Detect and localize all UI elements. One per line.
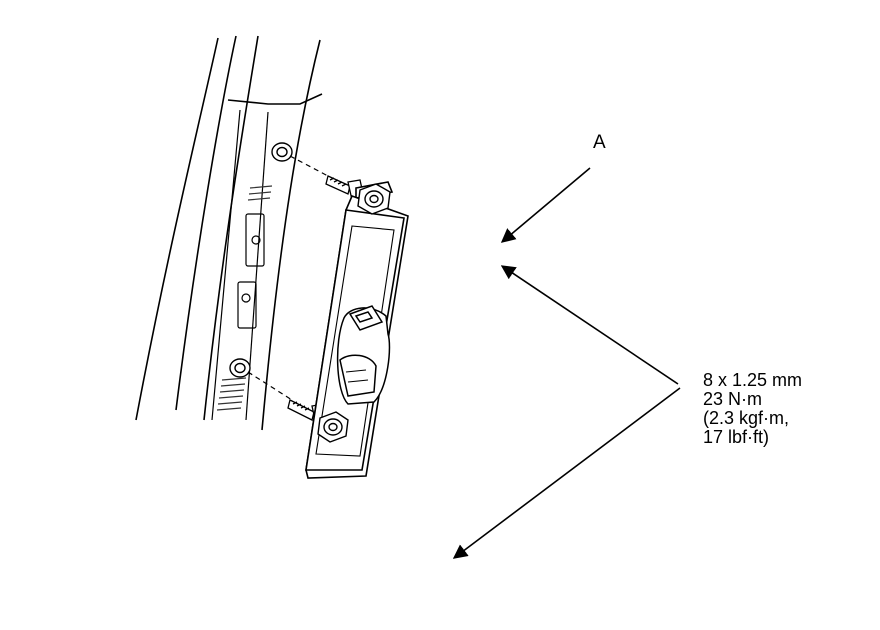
pillar-top-step: [227, 93, 323, 105]
torque-spec-callout: 8 x 1.25 mm 23 N·m (2.3 kgf·m, 17 lbf·ft…: [703, 371, 802, 447]
nut-lower: [229, 358, 251, 378]
view-a-arrow: [500, 167, 591, 243]
torque-spec-line-2: 23 N·m: [703, 389, 763, 409]
pillar-slot-lower: [237, 281, 257, 329]
nut-upper: [271, 142, 293, 162]
pillar-nuts: [229, 142, 293, 378]
view-a-label: A: [593, 132, 606, 153]
pillar-outer-edge: [135, 37, 219, 421]
pillar-holes: [216, 185, 273, 411]
leader-arrows: [452, 167, 681, 559]
bracket-bolt-lower: [317, 411, 349, 443]
pillar-channel-left: [211, 109, 241, 421]
handle-latch: [336, 305, 391, 405]
door-pillar: [135, 35, 323, 431]
pillar-upper-hatching: [247, 185, 273, 201]
pillar-hole-lower: [241, 293, 251, 303]
pillar-inner-edge-2: [203, 35, 259, 421]
pillar-inner-edge-1: [175, 35, 237, 411]
pillar-slot-upper: [245, 213, 265, 267]
pillar-hole-upper: [251, 235, 261, 245]
bracket-bolt-upper: [357, 183, 391, 215]
pillar-trim-edge: [261, 39, 321, 431]
torque-spec-line-4: 17 lbf·ft): [703, 427, 770, 447]
alignment-lines: [247, 155, 329, 401]
pillar-ridge-hatching: [216, 377, 247, 411]
torque-spec-line-1: 8 x 1.25 mm: [703, 370, 803, 390]
pillar-channel-right: [245, 111, 269, 421]
torque-leader-upper: [500, 265, 679, 385]
torque-leader-lower: [452, 387, 681, 559]
torque-spec-line-3: (2.3 kgf·m,: [703, 408, 790, 428]
